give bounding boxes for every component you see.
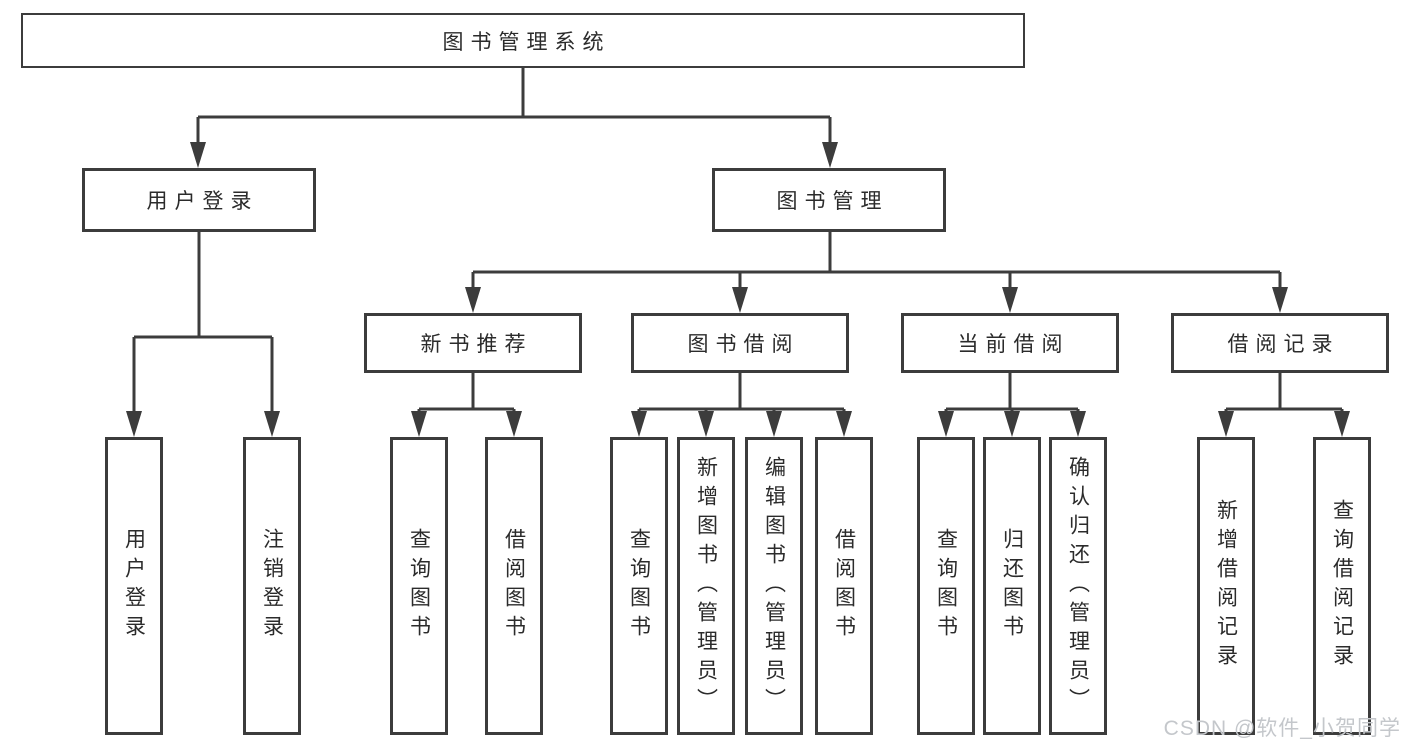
leaf-add-borrow-record: 新增借阅记录 [1197,437,1255,735]
leaf-borrow-book: 借阅图书 [815,437,873,735]
leaf-edit-book-admin: 编辑图书（管理员） [745,437,803,735]
arrow-down-icon [732,287,748,313]
connector-current-borrow-to-leaves [944,373,1080,414]
connector-book-management-to-level3 [471,232,1282,289]
node-label: 用户登录 [146,190,259,213]
leaf-recommend-borrow-book: 借阅图书 [485,437,543,735]
node-label: 确认归还（管理员） [1066,455,1090,717]
node-label: 查询图书 [627,528,651,644]
csdn-watermark: CSDN @软件_小贺同学 [1163,717,1401,740]
arrow-down-icon [766,411,782,437]
arrow-down-icon [411,411,427,437]
arrow-down-icon [190,142,206,168]
leaf-current-query-book: 查询图书 [917,437,975,735]
arrow-down-icon [822,142,838,168]
node-label: 查询借阅记录 [1330,499,1354,673]
arrow-down-icon [126,411,142,437]
leaf-recommend-query-book: 查询图书 [390,437,448,735]
node-label: 新书推荐 [420,333,533,356]
leaf-logout: 注销登录 [243,437,301,735]
arrowheads [126,142,1350,437]
node-book-borrow: 图书借阅 [631,313,849,373]
node-label: 借阅记录 [1227,333,1340,356]
node-label: 借阅图书 [832,528,856,644]
node-label: 图书管理系统 [442,30,611,54]
arrow-down-icon [1004,411,1020,437]
arrow-down-icon [631,411,647,437]
connector-root-to-level2 [196,68,832,146]
node-label: 归还图书 [1000,528,1024,644]
connector-borrow-record-to-leaves [1224,373,1344,414]
arrow-down-icon [1272,287,1288,313]
arrow-down-icon [938,411,954,437]
arrow-down-icon [264,411,280,437]
leaf-user-login: 用户登录 [105,437,163,735]
arrow-down-icon [506,411,522,437]
leaf-query-borrow-record: 查询借阅记录 [1313,437,1371,735]
node-user-login-branch: 用户登录 [82,168,316,232]
leaf-confirm-return-admin: 确认归还（管理员） [1049,437,1107,735]
node-label: 借阅图书 [502,528,526,644]
node-label: 当前借阅 [957,333,1070,356]
leaf-borrow-query-book: 查询图书 [610,437,668,735]
arrow-down-icon [1070,411,1086,437]
node-label: 新增借阅记录 [1214,499,1238,673]
node-borrow-record: 借阅记录 [1171,313,1389,373]
node-label: 编辑图书（管理员） [762,455,786,717]
node-book-management: 图书管理 [712,168,946,232]
leaf-add-book-admin: 新增图书（管理员） [677,437,735,735]
node-label: 图书借阅 [687,333,800,356]
node-label: 图书管理 [776,190,889,213]
arrow-down-icon [1334,411,1350,437]
node-new-book-recommend: 新书推荐 [364,313,582,373]
arrow-down-icon [465,287,481,313]
node-library-management-system: 图书管理系统 [21,13,1025,68]
arrow-down-icon [836,411,852,437]
node-label: 查询图书 [934,528,958,644]
node-label: 查询图书 [407,528,431,644]
leaf-return-book: 归还图书 [983,437,1041,735]
connector-user-login-to-leaves [132,232,274,413]
arrow-down-icon [698,411,714,437]
connector-new-book-recommend-to-leaves [417,373,516,414]
arrow-down-icon [1002,287,1018,313]
connector-book-borrow-to-leaves [637,373,846,414]
arrow-down-icon [1218,411,1234,437]
node-label: 注销登录 [260,528,284,644]
node-current-borrow: 当前借阅 [901,313,1119,373]
node-label: 用户登录 [122,528,146,644]
node-label: 新增图书（管理员） [694,455,718,717]
